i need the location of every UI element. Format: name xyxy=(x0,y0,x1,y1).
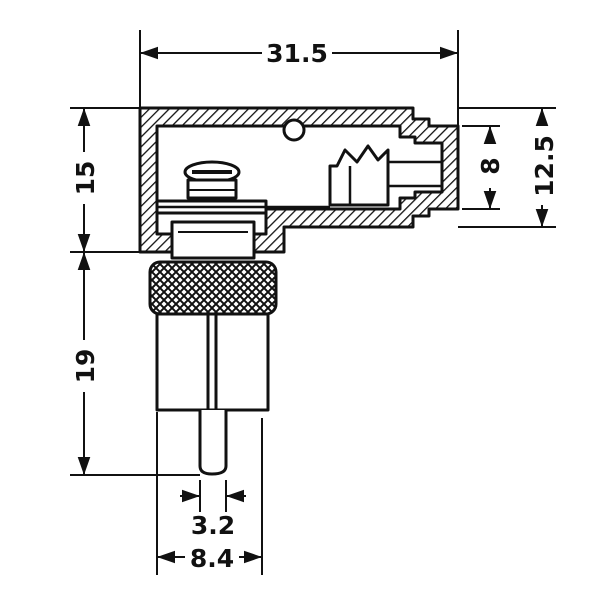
nose-outer-label: 12.5 xyxy=(530,135,559,197)
neck xyxy=(170,220,256,260)
dimension-lines xyxy=(70,30,556,575)
overall-width-label: 31.5 xyxy=(266,39,328,68)
housing xyxy=(138,106,460,260)
body-height-label: 15 xyxy=(71,161,100,196)
rivet-hole xyxy=(282,118,306,142)
sleeve-diameter-label: 8.4 xyxy=(190,544,234,573)
plug-pin xyxy=(198,410,228,476)
screw xyxy=(183,160,241,200)
housing-wall xyxy=(138,106,460,254)
plug-length-label: 19 xyxy=(71,349,100,384)
nose-inner-label: 8 xyxy=(476,157,505,174)
plug-sleeve xyxy=(155,312,270,412)
plug xyxy=(148,260,278,476)
spring-contact xyxy=(328,144,390,207)
pin-diameter-label: 3.2 xyxy=(191,511,235,540)
knurled-nut xyxy=(148,260,278,316)
